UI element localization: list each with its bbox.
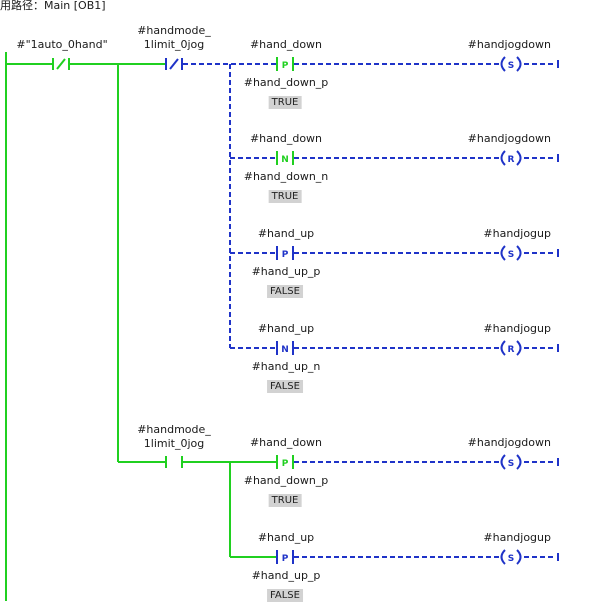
block-path-label: 用路径：Main [OB1] bbox=[0, 0, 106, 12]
trigger-letter-0: P bbox=[282, 61, 289, 71]
edge-memory-label-5: #hand_up_p bbox=[251, 569, 321, 582]
coil-letter-1: R bbox=[508, 155, 515, 165]
edge-memory-label-2: #hand_up_p bbox=[251, 265, 321, 278]
coil-right-arc-5 bbox=[516, 549, 522, 565]
edge-value-badge-0: TRUE bbox=[268, 96, 302, 109]
coil-letter-2: S bbox=[508, 250, 514, 260]
coil-label-2: #handjogup bbox=[483, 227, 551, 240]
edge-memory-label-0: #hand_down_p bbox=[243, 76, 329, 89]
contact-handmode-top-label-1: #handmode_ bbox=[137, 24, 211, 37]
trigger-letter-2: P bbox=[282, 250, 289, 260]
coil-left-arc-5 bbox=[500, 549, 506, 565]
coil-right-arc-3 bbox=[516, 340, 522, 356]
coil-label-5: #handjogup bbox=[483, 531, 551, 544]
coil-letter-4: S bbox=[508, 459, 514, 469]
contact-auto-hand-label: #"1auto_0hand" bbox=[16, 38, 108, 51]
coil-letter-0: S bbox=[508, 61, 514, 71]
edge-memory-label-3: #hand_up_n bbox=[251, 360, 321, 373]
trigger-letter-1: N bbox=[281, 155, 289, 165]
contact-handmode-bottom-label-1: #handmode_ bbox=[137, 423, 211, 436]
contact-handmode-top-label-2: 1limit_0jog bbox=[143, 38, 205, 51]
contact-handmode-top-slash bbox=[169, 58, 179, 70]
coil-left-arc-4 bbox=[500, 454, 506, 470]
coil-right-arc-1 bbox=[516, 150, 522, 166]
coil-letter-5: S bbox=[508, 554, 514, 564]
coil-label-4: #handjogdown bbox=[467, 436, 551, 449]
contact-handmode-bottom-label-2: 1limit_0jog bbox=[143, 437, 205, 450]
coil-right-arc-0 bbox=[516, 56, 522, 72]
operand-label-2: #hand_up bbox=[257, 227, 315, 240]
operand-label-3: #hand_up bbox=[257, 322, 315, 335]
edge-memory-label-1: #hand_down_n bbox=[243, 170, 329, 183]
operand-label-1: #hand_down bbox=[249, 132, 323, 145]
trigger-letter-4: P bbox=[282, 459, 289, 469]
trigger-letter-3: N bbox=[281, 345, 289, 355]
coil-label-0: #handjogdown bbox=[467, 38, 551, 51]
coil-left-arc-1 bbox=[500, 150, 506, 166]
coil-left-arc-0 bbox=[500, 56, 506, 72]
coil-right-arc-2 bbox=[516, 245, 522, 261]
coil-letter-3: R bbox=[508, 345, 515, 355]
edge-value-badge-3: FALSE bbox=[267, 380, 303, 393]
edge-value-badge-1: TRUE bbox=[268, 190, 302, 203]
operand-label-4: #hand_down bbox=[249, 436, 323, 449]
contact-auto-hand-slash bbox=[56, 58, 66, 70]
coil-left-arc-3 bbox=[500, 340, 506, 356]
coil-label-1: #handjogdown bbox=[467, 132, 551, 145]
coil-left-arc-2 bbox=[500, 245, 506, 261]
trigger-letter-5: P bbox=[282, 554, 289, 564]
coil-right-arc-4 bbox=[516, 454, 522, 470]
edge-memory-label-4: #hand_down_p bbox=[243, 474, 329, 487]
edge-value-badge-4: TRUE bbox=[268, 494, 302, 507]
coil-label-3: #handjogup bbox=[483, 322, 551, 335]
edge-value-badge-2: FALSE bbox=[267, 285, 303, 298]
edge-value-badge-5: FALSE bbox=[267, 589, 303, 602]
operand-label-0: #hand_down bbox=[249, 38, 323, 51]
operand-label-5: #hand_up bbox=[257, 531, 315, 544]
